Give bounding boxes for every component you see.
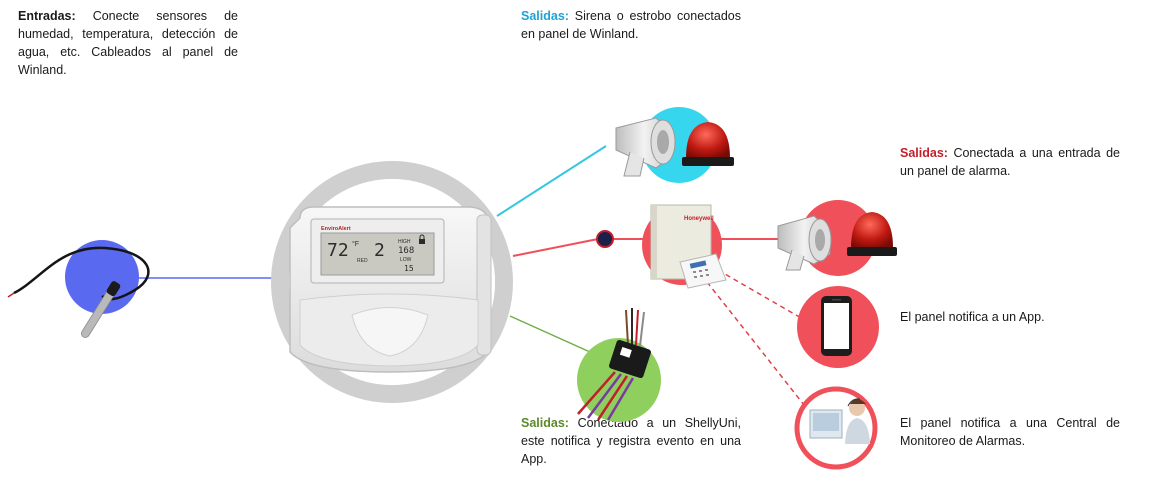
panel-central-text: El panel notifica a una Central de Monit…	[900, 416, 1120, 448]
smartphone-icon	[821, 296, 852, 356]
lcd-zone: 2	[374, 240, 385, 261]
lcd-low-label: LOW	[400, 257, 412, 263]
cyan-link-line	[496, 145, 607, 217]
operator-icon	[809, 398, 870, 444]
sensor-cable-end	[7, 292, 15, 298]
junction-dot	[596, 230, 614, 248]
panel-brand: Honeywell	[684, 216, 714, 222]
salidas-shelly-label: Salidas:	[521, 416, 569, 430]
siren-strobe-node	[615, 107, 734, 183]
alarm-strobe-icon	[847, 212, 897, 256]
lcd-high-value: 168	[398, 246, 414, 256]
lcd-screen	[320, 232, 435, 276]
blue-node-circle	[65, 240, 139, 314]
panel-app-text: El panel notifica a un App.	[900, 310, 1045, 324]
lcd-low-value: 15	[404, 264, 414, 273]
keypad-icon	[679, 253, 727, 289]
alarm-siren-icon	[777, 215, 832, 271]
strobe-icon	[682, 122, 734, 166]
enviroalert-device: EnviroAlert 72 °F 2 RED HIGH 168 LOW 15	[289, 206, 492, 373]
shellyuni-module-icon	[577, 308, 651, 421]
monitoring-center-node	[794, 386, 878, 470]
salidas-sirena-body: Sirena o estrobo conectados en panel de …	[521, 9, 741, 41]
device-cover-notch	[351, 307, 429, 357]
lcd-status: RED	[357, 258, 368, 264]
salidas-alarma-body: Conectada a una entrada de un panel de a…	[900, 146, 1120, 178]
panel-central-note: El panel notifica a una Central de Monit…	[900, 414, 1120, 450]
salidas-alarma-note: Salidas: Conectada a una entrada de un p…	[900, 144, 1120, 180]
sensor-probe-icon	[80, 281, 121, 338]
red-link-line-left	[512, 238, 599, 257]
siren-icon	[615, 117, 676, 177]
salidas-shelly-note: Salidas: Conectado a un ShellyUni, este …	[521, 414, 741, 468]
salidas-sirena-label: Salidas:	[521, 9, 569, 23]
entradas-body: Conecte sensores de humedad, temperatura…	[18, 9, 238, 77]
winland-device-node: EnviroAlert 72 °F 2 RED HIGH 168 LOW 15	[271, 161, 513, 403]
panel-central-dashed-line	[706, 281, 809, 411]
lcd-unit: °F	[352, 240, 359, 248]
green-link-line	[509, 315, 591, 353]
sensor-cable	[13, 246, 150, 301]
alarm-siren-node	[777, 200, 897, 276]
lcd-high-label: HIGH	[398, 239, 411, 245]
entradas-label: Entradas:	[18, 9, 76, 23]
panel-app-note: El panel notifica a un App.	[900, 308, 1120, 326]
gray-ring	[271, 161, 513, 403]
shellyuni-node	[577, 308, 661, 422]
salidas-alarma-label: Salidas:	[900, 146, 948, 160]
lcd-main-reading: 72	[327, 240, 349, 261]
lock-icon	[419, 239, 425, 244]
entradas-note: Entradas: Conecte sensores de humedad, t…	[18, 7, 238, 79]
device-brand: EnviroAlert	[321, 226, 351, 232]
salidas-sirena-note: Salidas: Sirena o estrobo conectados en …	[521, 7, 741, 43]
app-node	[797, 286, 879, 368]
alarm-panel-node: Honeywell	[642, 204, 727, 289]
temperature-sensor-node	[7, 240, 150, 338]
